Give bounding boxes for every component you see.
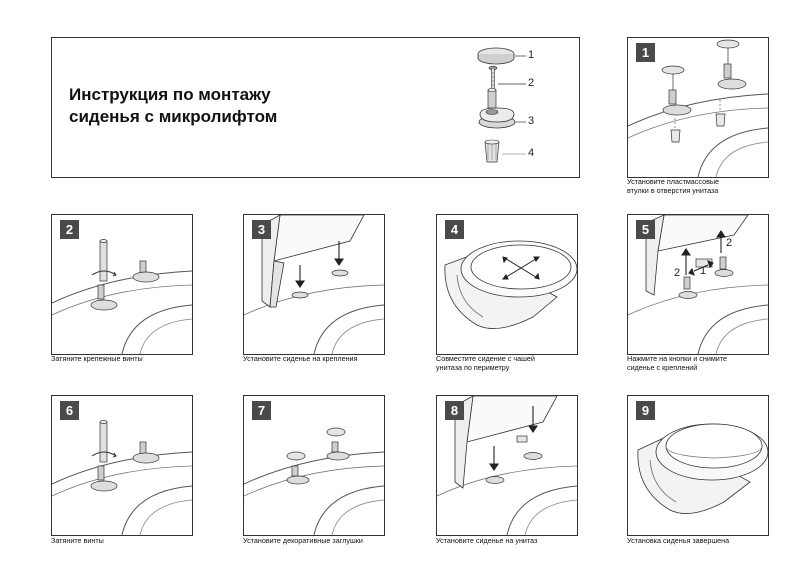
step-6-caption: Затяните винты — [51, 536, 104, 545]
part-number-3: 3 — [528, 115, 535, 127]
step-9-badge: 9 — [636, 401, 655, 420]
part-number-1: 1 — [528, 49, 535, 61]
step-9-caption: Установка сиденья завершена — [627, 536, 730, 545]
step-5-illustration — [628, 215, 768, 354]
step-3-badge: 3 — [252, 220, 271, 239]
step-4-caption: Совместите сидение с чашей унитаза по пе… — [436, 354, 535, 372]
header-frame: 1 2 3 4 — [51, 37, 580, 178]
step-1-badge: 1 — [636, 43, 655, 62]
step-2-frame: 2 — [51, 214, 193, 355]
step-7-caption: Установите декоративные заглушки — [243, 536, 363, 545]
part-number-2: 2 — [528, 77, 535, 89]
step-1-caption: Установите пластмассовые втулки в отверс… — [627, 177, 720, 195]
step-8-badge: 8 — [445, 401, 464, 420]
cap-icon — [477, 47, 526, 65]
step-7-frame: 7 — [243, 395, 385, 536]
step-6-illustration — [52, 420, 192, 535]
step-3-frame: 3 — [243, 214, 385, 355]
step-8-caption: Установите сиденье на унитаз — [436, 536, 538, 545]
step-2-illustration — [52, 239, 192, 354]
step-9-frame: 9 — [627, 395, 769, 536]
step-5-badge: 5 — [636, 220, 655, 239]
step-5-label-2a: 2 — [674, 267, 681, 279]
step-1-frame: 1 — [627, 37, 769, 178]
step-5-label-1: 1 — [700, 265, 707, 277]
step-1-illustration — [628, 39, 768, 177]
step-3-caption: Установите сиденье на крепления — [243, 354, 358, 363]
step-6-frame: 6 — [51, 395, 193, 536]
step-7-badge: 7 — [252, 401, 271, 420]
page-title: Инструкция по монтажу сиденья с микролиф… — [69, 85, 278, 126]
step-8-illustration — [437, 396, 577, 535]
bushing-base-icon — [478, 88, 526, 129]
parts-illustration — [477, 47, 526, 163]
step-6-badge: 6 — [60, 401, 79, 420]
step-7-illustration — [244, 427, 384, 535]
step-5-caption: Нажмите на кнопки и снимите сиденье с кр… — [627, 354, 728, 372]
step-5-label-2b: 2 — [726, 237, 733, 249]
plastic-anchor-icon — [484, 139, 526, 163]
step-5-frame: 5 1 2 2 — [627, 214, 769, 355]
step-4-frame: 4 — [436, 214, 578, 355]
step-2-badge: 2 — [60, 220, 79, 239]
step-4-badge: 4 — [445, 220, 464, 239]
step-8-frame: 8 — [436, 395, 578, 536]
step-4-illustration — [444, 240, 577, 329]
step-2-caption: Затяните крепежные винты — [51, 354, 143, 363]
step-9-illustration — [637, 423, 768, 514]
part-number-4: 4 — [528, 147, 535, 159]
screw-icon — [488, 66, 526, 95]
